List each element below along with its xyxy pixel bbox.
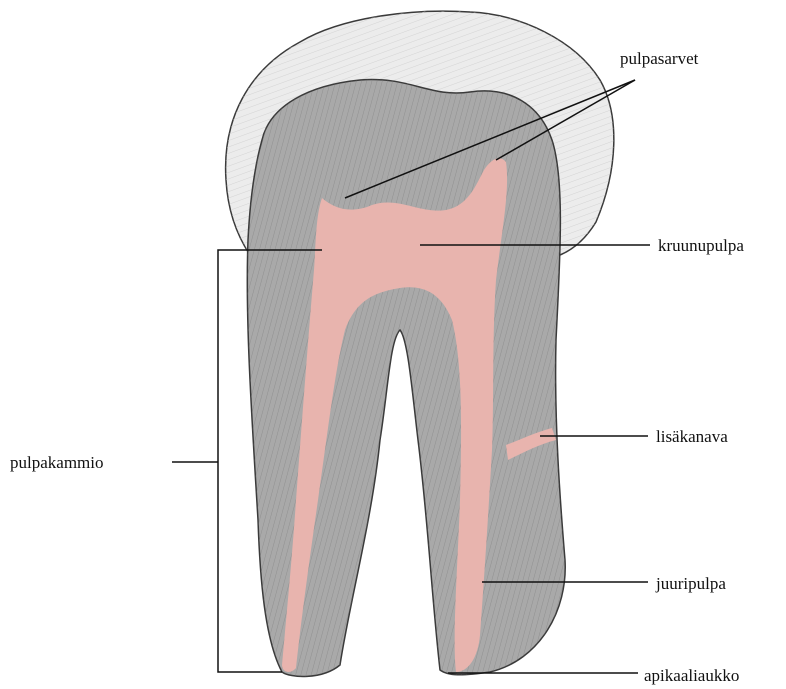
label-juuripulpa: juuripulpa (656, 575, 726, 592)
label-lisakanava: lisäkanava (656, 428, 728, 445)
label-apikaaliaukko: apikaaliaukko (644, 667, 739, 684)
label-pulpasarvet: pulpasarvet (620, 50, 698, 67)
label-kruunupulpa: kruunupulpa (658, 237, 744, 254)
label-pulpakammio: pulpakammio (10, 454, 103, 471)
